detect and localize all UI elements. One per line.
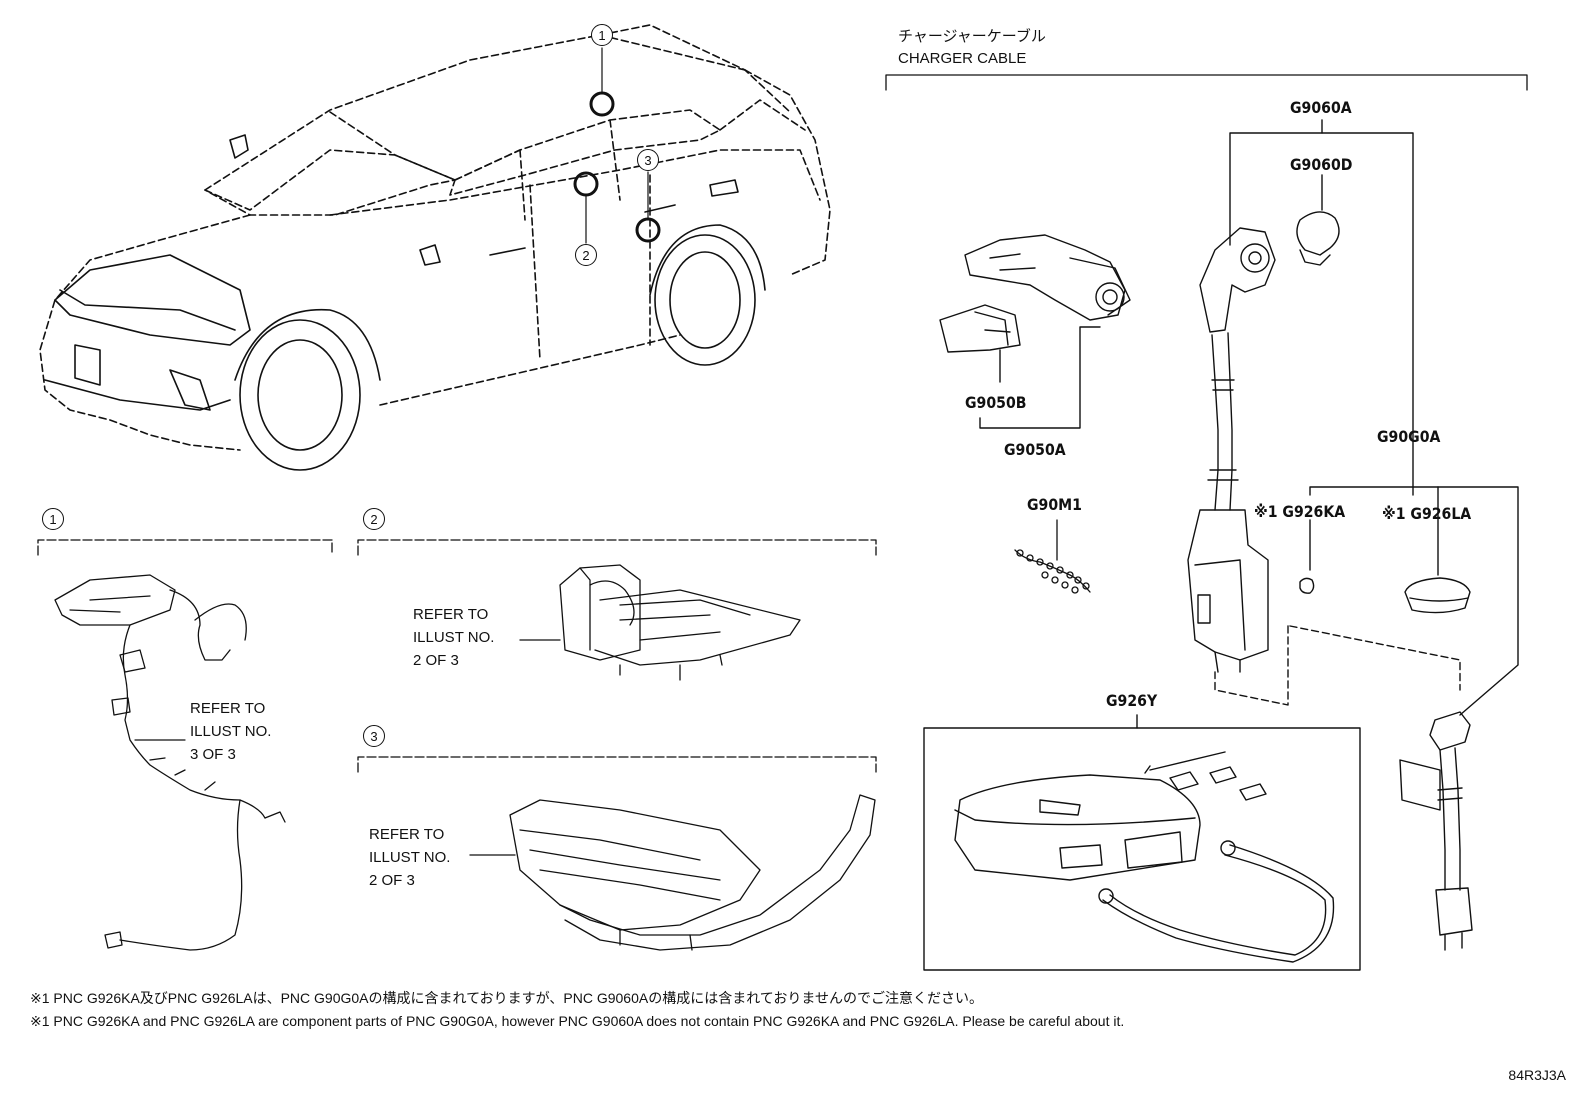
part-label-g926ka[interactable]: ※1 G926KA xyxy=(1254,502,1346,521)
refer-line1: REFER TO xyxy=(190,700,266,717)
charger-cable-title-ja: チャージャーケーブル xyxy=(898,28,1046,45)
g90g0a-plug-illustration xyxy=(1214,486,1519,951)
vehicle-illustration xyxy=(39,24,831,471)
g926y-bag-illustration xyxy=(923,714,1361,971)
footnote-en: ※1 PNC G926KA and PNC G926LA are compone… xyxy=(30,1013,1125,1029)
refer-to-illust-2-of-3-a[interactable]: REFER TO ILLUST NO. 2 OF 3 xyxy=(413,603,494,672)
callout-3[interactable]: 3 xyxy=(637,149,659,171)
part-label-g90m1[interactable]: G90M1 xyxy=(1027,495,1082,514)
refer-line2: ILLUST NO. xyxy=(369,849,451,866)
part-label-g90g0a[interactable]: G90G0A xyxy=(1377,427,1441,446)
g90m1-cord-illustration xyxy=(1014,519,1091,594)
charger-cable-bracket xyxy=(885,74,1528,91)
section3-module-illustration xyxy=(357,756,877,951)
refer-to-illust-2-of-3-b[interactable]: REFER TO ILLUST NO. 2 OF 3 xyxy=(369,823,450,892)
callout-1[interactable]: 1 xyxy=(591,24,613,46)
refer-line1: REFER TO xyxy=(413,606,489,623)
charger-cable-title-en: CHARGER CABLE xyxy=(898,50,1027,67)
section2-module-illustration xyxy=(357,539,877,681)
g9060a-charger-illustration xyxy=(1187,119,1414,673)
part-label-g926la[interactable]: ※1 G926LA xyxy=(1382,504,1472,523)
refer-line2: ILLUST NO. xyxy=(413,629,495,646)
section-2-number: 2 xyxy=(363,508,385,530)
g9050a-adapter-illustration xyxy=(939,234,1131,429)
callout-2[interactable]: 2 xyxy=(575,244,597,266)
section-1-number: 1 xyxy=(42,508,64,530)
part-label-g9050b[interactable]: G9050B xyxy=(965,393,1027,412)
section1-harness-illustration xyxy=(37,539,333,951)
part-label-g926y[interactable]: G926Y xyxy=(1106,691,1158,710)
part-label-g9050a[interactable]: G9050A xyxy=(1004,440,1066,459)
refer-line2: ILLUST NO. xyxy=(190,723,272,740)
footnote-ja: ※1 PNC G926KA及びPNC G926LAは、PNC G90G0Aの構成… xyxy=(30,990,983,1006)
refer-line3: 2 OF 3 xyxy=(369,872,415,889)
illustration-code: 84R3J3A xyxy=(1508,1067,1566,1083)
refer-to-illust-3-of-3[interactable]: REFER TO ILLUST NO. 3 OF 3 xyxy=(190,697,271,766)
section-3-number: 3 xyxy=(363,725,385,747)
part-label-g9060d[interactable]: G9060D xyxy=(1290,155,1353,174)
refer-line3: 2 OF 3 xyxy=(413,652,459,669)
part-label-g9060a[interactable]: G9060A xyxy=(1290,98,1352,117)
refer-line3: 3 OF 3 xyxy=(190,746,236,763)
refer-line1: REFER TO xyxy=(369,826,445,843)
